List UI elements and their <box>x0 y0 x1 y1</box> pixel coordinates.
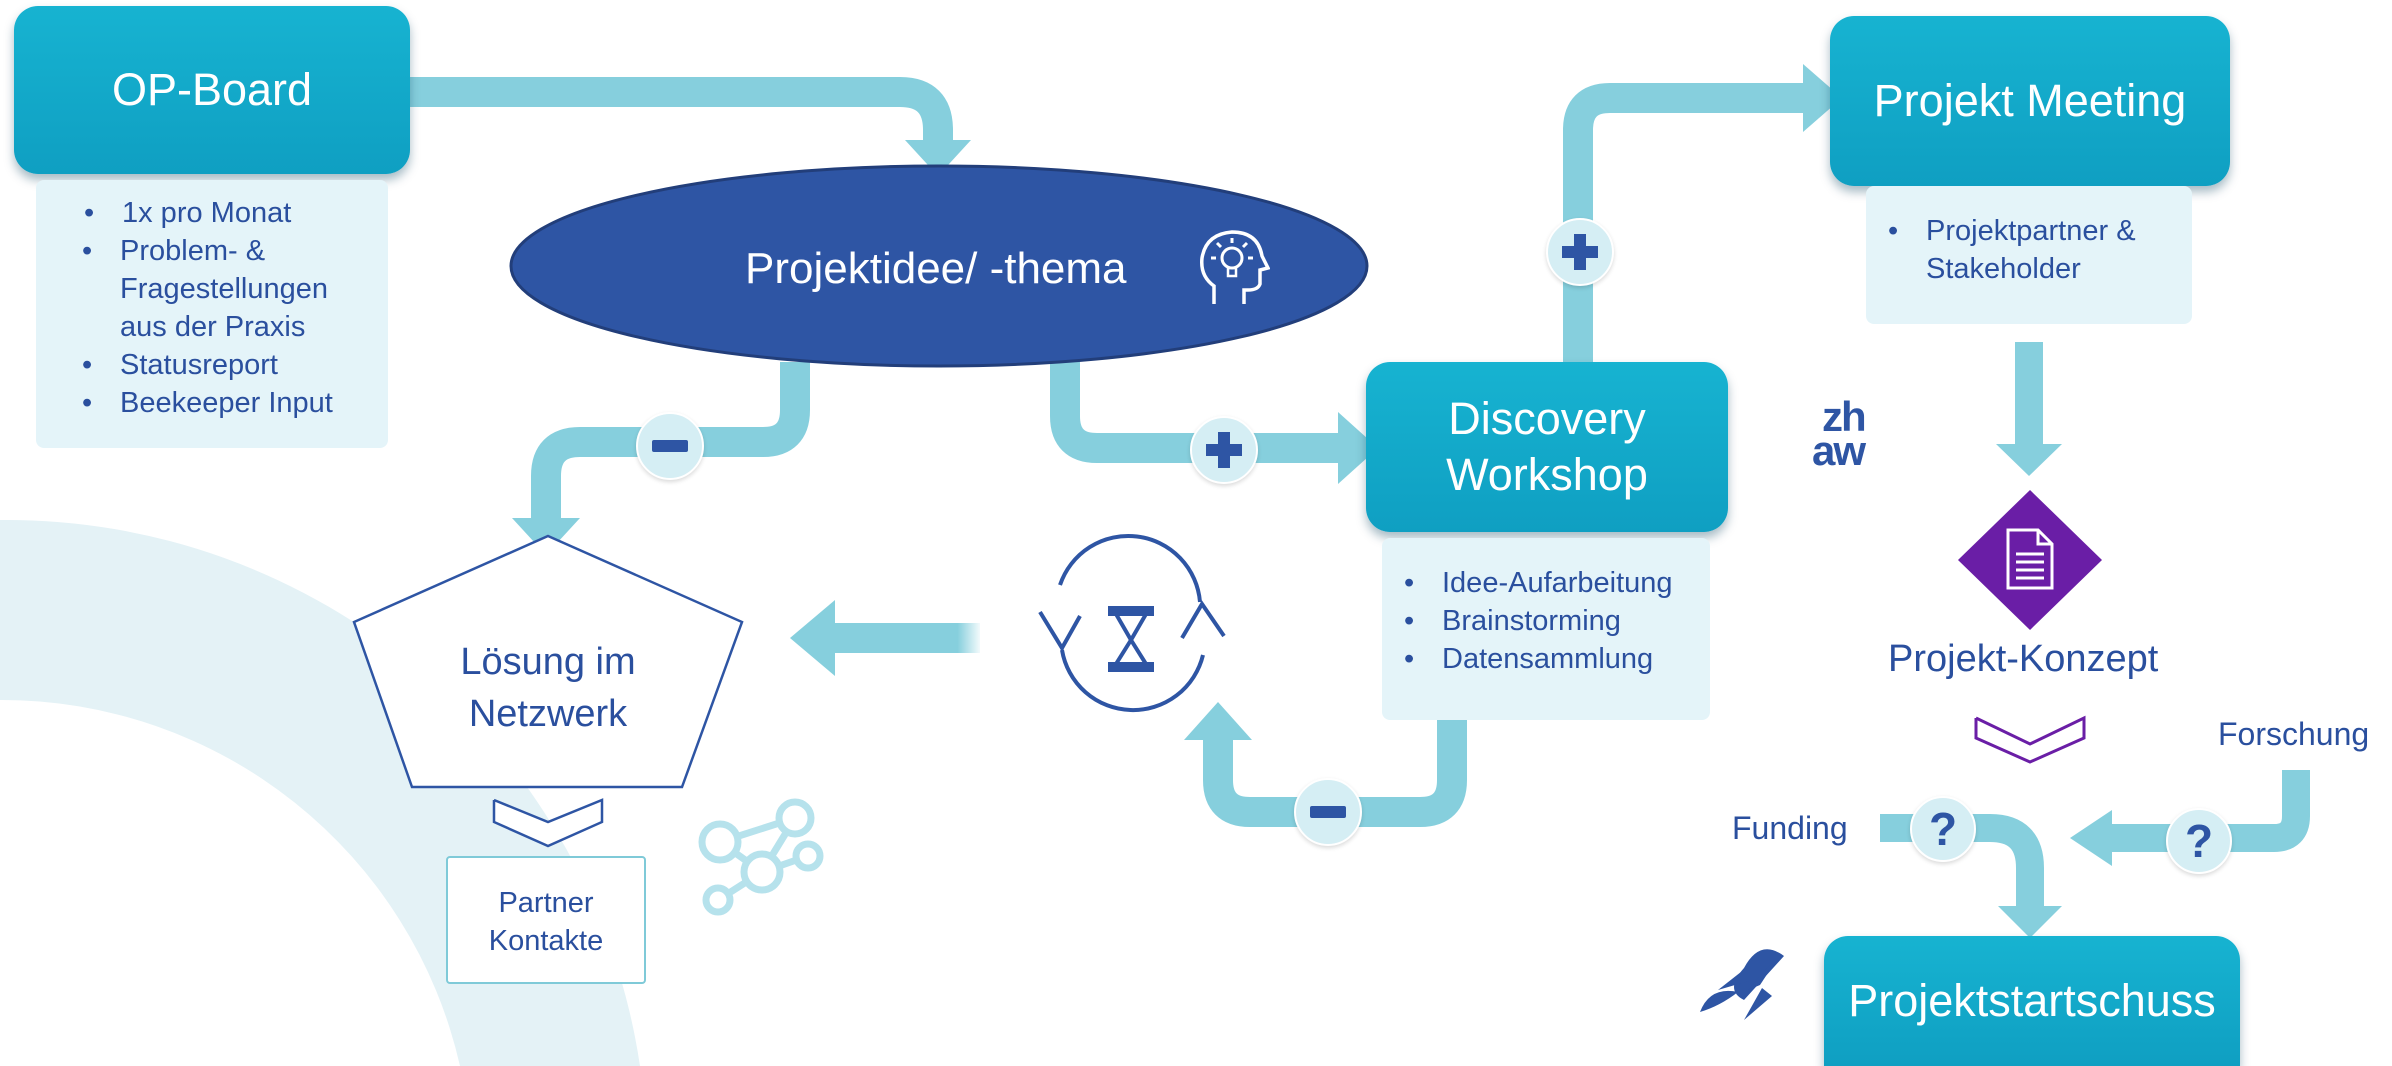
op-board-bullet: 1x pro Monat <box>84 194 335 232</box>
loesung-line1: Lösung im <box>460 641 636 683</box>
zhaw-logo-line1: zh <box>1822 393 1867 440</box>
rocket-icon <box>1700 949 1784 1020</box>
discovery-notes: Idee-Aufarbeitung Brainstorming Datensam… <box>1382 538 1710 720</box>
minus-connector-loop <box>1294 778 1362 846</box>
arrow-funding <box>1880 814 2044 908</box>
op-board-bullet-cont: aus der Praxis <box>120 311 306 343</box>
discovery-title-line2: Workshop <box>1446 449 1648 500</box>
discovery-bullet: Datensammlung <box>1404 640 1673 678</box>
zhaw-logo: zh aw <box>1812 393 1867 474</box>
projektstartschuss-title: Projektstartschuss <box>1848 975 2216 1026</box>
loesung-line2: Netzwerk <box>468 693 628 735</box>
loesung-pentagon <box>352 534 744 789</box>
loesung-label: Lösung im Netzwerk <box>420 636 676 740</box>
partner-line2: Kontakte <box>488 925 604 957</box>
partner-kontakte-box: Partner Kontakte <box>446 856 646 984</box>
funding-label: Funding <box>1732 810 1848 846</box>
question-connector-forschung: ? <box>2166 808 2232 874</box>
discovery-workshop-box: Discovery Workshop <box>1366 362 1728 532</box>
arrow-meeting-to-konzept <box>2015 342 2043 447</box>
projektidee-ellipse <box>509 164 1369 368</box>
meeting-bullet: Projektpartner & <box>1888 212 2135 250</box>
meeting-bullet-cont: Stakeholder <box>1926 253 2081 285</box>
op-board-bullet: Problem- & <box>82 232 333 270</box>
forschung-label: Forschung <box>2218 716 2370 752</box>
op-board-box: OP-Board <box>14 6 410 174</box>
hourglass-loop-icon <box>1038 533 1226 713</box>
zhaw-logo-line2: aw <box>1812 427 1866 474</box>
partner-line1: Partner <box>498 887 594 919</box>
projekt-meeting-title: Projekt Meeting <box>1873 75 2187 126</box>
op-board-title: OP-Board <box>111 64 313 115</box>
projekt-konzept-label: Projekt-Konzept <box>1888 638 2159 680</box>
discovery-title-line1: Discovery <box>1448 393 1646 444</box>
arrow-idea-to-discovery <box>1050 362 1340 463</box>
plus-connector-meeting <box>1546 218 1614 286</box>
op-board-bullet: Beekeeper Input <box>82 384 333 422</box>
plus-connector-discovery <box>1190 416 1258 484</box>
projektidee-title: Projektidee/ -thema <box>745 244 1127 293</box>
op-board-notes: 1x pro Monat Problem- & Fragestellungen … <box>36 180 388 448</box>
arrow-opboard-to-idea <box>410 77 953 145</box>
minus-connector-left <box>636 412 704 480</box>
arrow-forschung <box>2110 770 2310 852</box>
konzept-chevron <box>1974 715 2086 764</box>
discovery-bullet: Brainstorming <box>1404 602 1673 640</box>
network-icon <box>698 798 824 916</box>
projekt-meeting-box: Projekt Meeting <box>1830 16 2230 186</box>
minus-icon <box>652 440 688 452</box>
op-board-bullet-cont: Fragestellungen <box>120 273 328 305</box>
op-board-bullet: Statusreport <box>82 346 333 384</box>
minus-icon <box>1310 806 1346 818</box>
question-connector-funding: ? <box>1910 796 1976 862</box>
arrow-discovery-to-meeting <box>1563 83 1805 362</box>
discovery-bullet: Idee-Aufarbeitung <box>1404 564 1672 602</box>
projektstartschuss-box: Projektstartschuss <box>1824 936 2240 1066</box>
lightbulb-head-icon <box>1196 228 1271 313</box>
projekt-meeting-notes: Projektpartner & Stakeholder <box>1866 186 2192 324</box>
document-icon <box>2006 528 2054 595</box>
konzept-diamond <box>1958 490 2102 630</box>
arrow-loop-to-loesung <box>830 623 980 653</box>
loesung-chevron <box>492 798 604 848</box>
